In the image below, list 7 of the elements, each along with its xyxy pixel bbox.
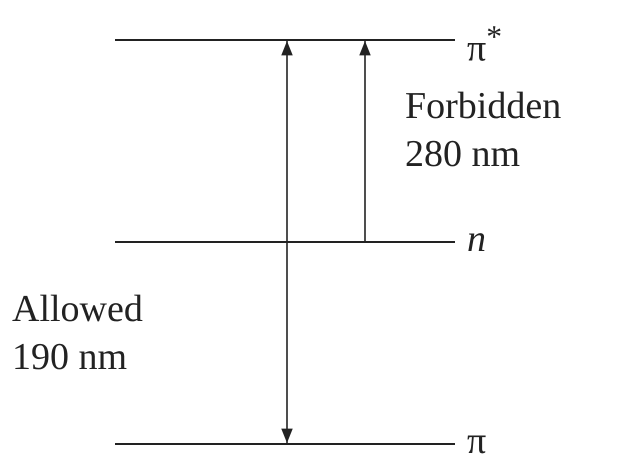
transition-arrow — [281, 41, 293, 443]
transition-arrow — [359, 41, 371, 241]
level-label: n — [467, 217, 486, 261]
edge-label: Forbidden 280 nm — [405, 84, 562, 177]
level-label: π — [467, 419, 486, 457]
level-label: π$^{*}$ — [467, 18, 502, 71]
edge-label: Allowed 190 nm — [12, 287, 143, 380]
